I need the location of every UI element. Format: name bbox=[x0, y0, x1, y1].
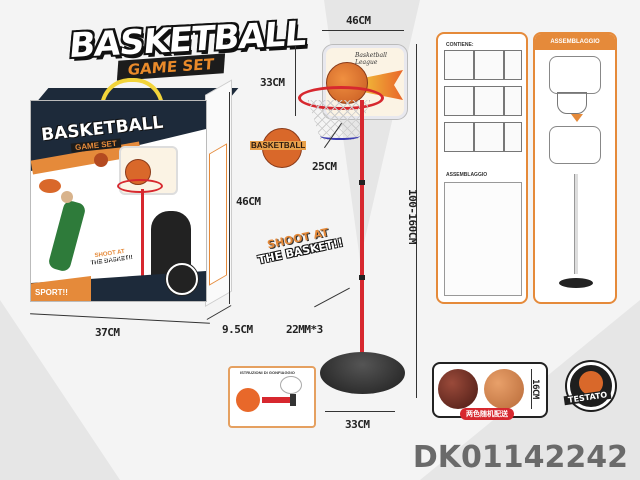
pole-tubes-line bbox=[314, 287, 350, 308]
rim-diameter-label: 25CM bbox=[312, 160, 337, 173]
pole-joint bbox=[359, 180, 365, 185]
box-height-line bbox=[229, 92, 230, 304]
player-green-head bbox=[61, 191, 73, 203]
assembly-pole bbox=[574, 174, 578, 274]
instructions-contents-panel: CONTIENE: ASSEMBLAGGIO bbox=[436, 32, 528, 304]
assembly-backboard-2 bbox=[549, 126, 601, 164]
base-diameter-label: 33CM bbox=[345, 418, 370, 431]
pole-tubes-label: 22MM*3 bbox=[286, 323, 323, 336]
assembly-title-right: ASSEMBLAGGIO bbox=[535, 34, 615, 50]
box-sticker bbox=[39, 179, 61, 193]
box-height-label: 46CM bbox=[236, 195, 261, 208]
model-code: DK01142242 bbox=[412, 440, 628, 475]
part-thumb bbox=[504, 50, 522, 80]
inflation-ball bbox=[236, 388, 260, 412]
assembly-net bbox=[557, 92, 587, 114]
ball-size-line bbox=[531, 369, 532, 409]
arrow-down-icon bbox=[571, 114, 583, 122]
box-width-line bbox=[30, 313, 210, 324]
backboard-height-line bbox=[295, 46, 296, 116]
pump-icon bbox=[262, 397, 290, 403]
basketball-sticker-label: BASKETBALL bbox=[250, 141, 307, 150]
part-thumb bbox=[504, 86, 522, 116]
backboard-width-label: 46CM bbox=[346, 14, 371, 27]
ball-size-label: 16CM bbox=[529, 379, 540, 399]
part-thumb bbox=[444, 50, 474, 80]
player-green bbox=[47, 199, 87, 273]
inflation-card: ISTRUZIONI DI GONFIAGGIO bbox=[228, 366, 316, 428]
pole bbox=[360, 100, 364, 358]
part-thumb bbox=[444, 86, 474, 116]
pole-joint bbox=[359, 275, 365, 280]
backboard-height-label: 33CM bbox=[260, 76, 285, 89]
part-thumb bbox=[474, 122, 504, 152]
assembly-diagram bbox=[444, 182, 522, 296]
part-thumb bbox=[504, 122, 522, 152]
part-thumb bbox=[444, 122, 474, 152]
instructions-assembly-panel: ASSEMBLAGGIO bbox=[533, 32, 617, 304]
inflation-card-title: ISTRUZIONI DI GONFIAGGIO bbox=[240, 370, 295, 375]
balls-note: 两色随机配送 bbox=[460, 408, 514, 420]
box-rim bbox=[117, 179, 163, 193]
part-thumb bbox=[474, 50, 504, 80]
base bbox=[320, 352, 405, 394]
ball-brown bbox=[438, 369, 478, 409]
ball-orange bbox=[484, 369, 524, 409]
product-box: BASKETBALL GAME SET SHOOT AT THE BASKET!… bbox=[30, 100, 207, 302]
assembly-base bbox=[559, 278, 593, 288]
contents-title: CONTIENE: bbox=[446, 42, 474, 48]
assembly-title-left: ASSEMBLAGGIO bbox=[446, 172, 488, 178]
box-small-ball bbox=[94, 153, 108, 167]
slogan: SHOOT AT THE BASKET!! bbox=[254, 223, 344, 267]
net-bottom bbox=[320, 132, 360, 140]
pole-height-label: 100-160CM bbox=[406, 188, 420, 245]
backboard-width-line bbox=[322, 30, 404, 31]
box-brand: SPORT!! bbox=[35, 288, 68, 297]
box-testato-badge bbox=[166, 263, 198, 295]
assembly-backboard bbox=[549, 56, 601, 94]
box-slogan: SHOOT AT THE BASKET!! bbox=[89, 248, 132, 266]
pole-height-line bbox=[416, 44, 417, 398]
backboard-logo: Basketball League bbox=[355, 52, 387, 66]
part-thumb bbox=[474, 86, 504, 116]
box-width-label: 37CM bbox=[95, 326, 120, 339]
base-diameter-line bbox=[325, 411, 395, 412]
box-depth-label: 9.5CM bbox=[222, 323, 253, 336]
box-depth-line bbox=[206, 305, 232, 320]
box-pole bbox=[141, 189, 144, 301]
box-side bbox=[205, 79, 232, 307]
